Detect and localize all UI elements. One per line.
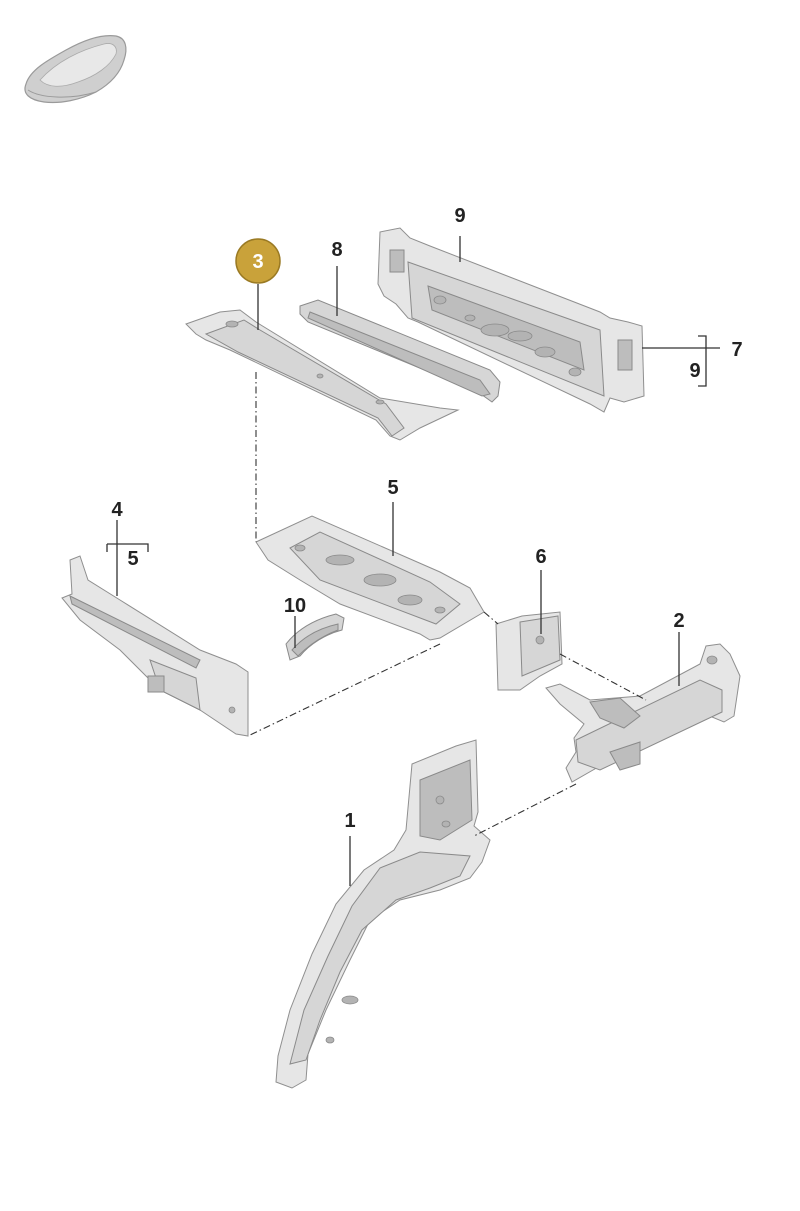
callout-label: 3 — [252, 251, 263, 273]
part-3-beam[interactable] — [185, 284, 460, 441]
callout-4-sub-5[interactable]: 5 — [127, 548, 138, 570]
part-8-strip[interactable] — [299, 266, 501, 403]
callout-5[interactable]: 5 — [387, 477, 398, 499]
alignment-lines — [247, 372, 647, 837]
callout-7-sub-9[interactable]: 9 — [689, 360, 700, 382]
callout-9[interactable]: 9 — [454, 205, 465, 227]
part-1-side-member[interactable] — [275, 739, 491, 1089]
part-10-bracket[interactable] — [285, 613, 345, 661]
callout-10[interactable]: 10 — [284, 595, 306, 617]
callout-7[interactable]: 7 — [731, 339, 742, 361]
part-4-left-rail[interactable] — [61, 520, 249, 737]
car-silhouette-icon[interactable] — [24, 35, 127, 104]
part-5-floor-plate[interactable] — [255, 502, 485, 641]
part-9-rear-panel[interactable] — [377, 227, 645, 413]
callout-4[interactable]: 4 — [111, 499, 123, 521]
part-2-crossmember[interactable] — [545, 632, 741, 783]
part-6-plate[interactable] — [495, 570, 563, 691]
bracket-7-9 — [642, 335, 720, 387]
callout-8[interactable]: 8 — [331, 239, 342, 261]
callout-1[interactable]: 1 — [344, 810, 355, 832]
callout-2[interactable]: 2 — [673, 610, 684, 632]
callout-6[interactable]: 6 — [535, 546, 546, 568]
callout-3-highlighted[interactable]: 3 — [235, 238, 281, 284]
